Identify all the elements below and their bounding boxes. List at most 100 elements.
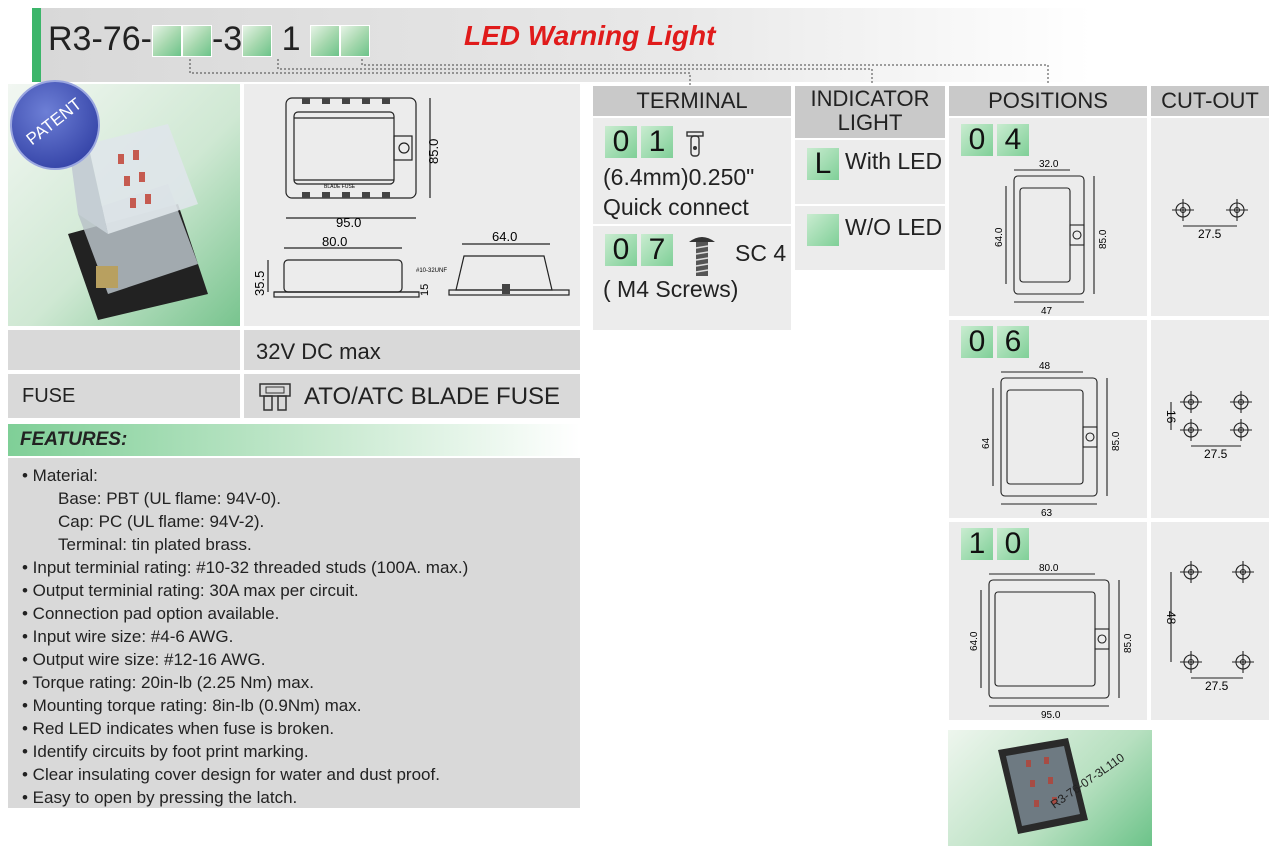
- title-bar: R3-76- -3 1 LED Warning Light: [32, 8, 1092, 82]
- feature-item: • Output terminial rating: 30A max per c…: [22, 581, 359, 600]
- cutout-dim-horizontal: 27.5: [1204, 447, 1228, 461]
- position-code-digit: 4: [997, 124, 1029, 156]
- part-one: 1: [281, 20, 301, 58]
- indicator-header-line1: INDICATOR: [810, 86, 930, 111]
- cutout-drawing: 27.5 48: [1164, 561, 1254, 693]
- fuse-box-drawing: BLADE FUSE 95.0 85.0 80.0 35.5 15 #10-32…: [252, 97, 570, 298]
- blade-fuse-label: BLADE FUSE: [324, 184, 356, 190]
- feature-item: • Clear insulating cover design for wate…: [22, 765, 440, 784]
- voltage-cell: 32V DC max: [244, 330, 580, 370]
- dim-side-height: 35.5: [252, 271, 267, 296]
- position-dim-bottom: 47: [1041, 306, 1053, 316]
- position-dim-left: 64.0: [969, 631, 980, 651]
- position-dim-bottom: 63: [1041, 508, 1053, 518]
- feature-item: • Connection pad option available.: [22, 604, 280, 623]
- features-header: FEATURES:: [8, 424, 580, 456]
- feature-item: Cap: PC (UL flame: 94V-2).: [58, 512, 265, 531]
- position-dim-right: 85.0: [1111, 431, 1122, 451]
- feature-item: • Input terminial rating: #10-32 threade…: [22, 558, 469, 577]
- position-code-digit: 0: [961, 124, 993, 156]
- terminal-code-digit: 1: [641, 126, 673, 158]
- features-list: • Material: Base: PBT (UL flame: 94V-0). C…: [8, 458, 580, 808]
- part-mid: -3: [211, 20, 243, 58]
- feature-item: • Identify circuits by foot print markin…: [22, 742, 309, 761]
- terminal-code-digit: 7: [641, 234, 673, 266]
- cutout-dim-horizontal: 27.5: [1198, 227, 1222, 241]
- terminal-option-07-size: SC 4: [735, 240, 787, 266]
- main-dimension-drawing: BLADE FUSE 95.0 85.0 80.0 35.5 15 #10-32…: [244, 84, 580, 326]
- cutout-option: 27.5 48: [1151, 522, 1269, 720]
- cutout-option: 27.5 16: [1151, 320, 1269, 518]
- indicator-option-with-led: L With LED: [795, 140, 945, 204]
- position-dim-top: 32.0: [1039, 159, 1059, 170]
- feature-item: • Red LED indicates when fuse is broken.: [22, 719, 335, 738]
- position-dim-top: 48: [1039, 361, 1051, 372]
- part-prefix: R3-76-: [48, 20, 152, 58]
- option-slot: [310, 25, 340, 58]
- product-photo-small: R3-76-07-3L110: [948, 730, 1152, 846]
- voltage-value: 32V DC max: [256, 339, 381, 364]
- patent-badge: PATENT: [10, 80, 100, 170]
- feature-item: • Material:: [22, 466, 98, 485]
- connector-lines: [189, 59, 1049, 85]
- blade-fuse-icon: [258, 382, 292, 417]
- indicator-with-led-label: With LED: [845, 148, 943, 174]
- cutout-dim-horizontal: 27.5: [1205, 679, 1229, 693]
- terminal-code-digit: 0: [605, 234, 637, 266]
- terminal-option-07-type: ( M4 Screws): [603, 276, 739, 302]
- fuse-box-image: [68, 124, 208, 320]
- cutout-dim-vertical: 16: [1164, 410, 1178, 424]
- quick-connect-icon: [685, 130, 705, 165]
- position-dim-left: 64: [981, 437, 992, 449]
- dim-side-width: 80.0: [322, 234, 347, 249]
- feature-item: • Torque rating: 20in-lb (2.25 Nm) max.: [22, 673, 314, 692]
- indicator-without-led-label: W/O LED: [845, 214, 943, 240]
- feature-item: Terminal: tin plated brass.: [58, 535, 252, 554]
- screw-icon: [687, 232, 717, 283]
- option-slot: [340, 25, 370, 58]
- feature-item: • Mounting torque rating: 8in-lb (0.9Nm)…: [22, 696, 362, 715]
- option-slot: [181, 25, 212, 58]
- fuse-value: ATO/ATC BLADE FUSE: [304, 383, 561, 410]
- feature-item: • Easy to open by pressing the latch.: [22, 788, 298, 807]
- position-drawing: 48 63 64 85.0: [981, 361, 1122, 518]
- cutout-dim-vertical: 48: [1164, 611, 1178, 625]
- spec-blank-cell: [8, 330, 240, 370]
- option-slot: [242, 25, 273, 58]
- feature-item: Base: PBT (UL flame: 94V-0).: [58, 489, 281, 508]
- dim-small: 15: [419, 284, 431, 296]
- stud-note: #10-32UNF: [416, 268, 447, 274]
- feature-item: • Output wire size: #12-16 AWG.: [22, 650, 266, 669]
- position-dim-right: 85.0: [1098, 229, 1109, 249]
- patent-badge-label: PATENT: [22, 94, 86, 149]
- position-dim-top: 80.0: [1039, 563, 1059, 574]
- position-code-digit: 1: [961, 528, 993, 560]
- terminal-header: TERMINAL: [593, 86, 791, 116]
- position-drawing: 32.0 47 64.0 85.0: [994, 159, 1109, 316]
- cutout-drawing: 27.5 16: [1164, 391, 1252, 461]
- indicator-code: L: [807, 148, 839, 180]
- page-title: LED Warning Light: [464, 20, 716, 51]
- option-slot: [151, 25, 182, 58]
- terminal-option-01-type: Quick connect: [603, 194, 749, 220]
- cutout-drawing: 27.5: [1172, 199, 1248, 241]
- fuse-box-small-image: [998, 738, 1088, 834]
- cutout-header: CUT-OUT: [1151, 86, 1269, 116]
- features-heading: FEATURES:: [20, 429, 128, 450]
- feature-item: • Input wire size: #4-6 AWG.: [22, 627, 234, 646]
- position-code-digit: 0: [997, 528, 1029, 560]
- part-number: R3-76- -3 1: [48, 20, 370, 59]
- fuse-value-cell: ATO/ATC BLADE FUSE: [244, 374, 580, 418]
- indicator-header: INDICATOR LIGHT: [795, 86, 945, 138]
- positions-header: POSITIONS: [949, 86, 1147, 116]
- position-dim-right: 85.0: [1123, 633, 1134, 653]
- fuse-label: FUSE: [22, 385, 76, 407]
- terminal-option-01-size: (6.4mm)0.250": [603, 164, 755, 190]
- indicator-option-without-led: W/O LED: [795, 206, 945, 270]
- position-dim-left: 64.0: [994, 227, 1005, 247]
